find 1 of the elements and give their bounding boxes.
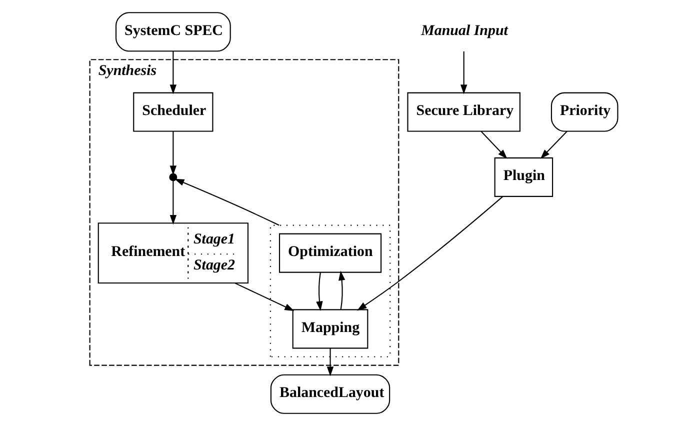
node-text: Manual Input — [421, 22, 508, 39]
